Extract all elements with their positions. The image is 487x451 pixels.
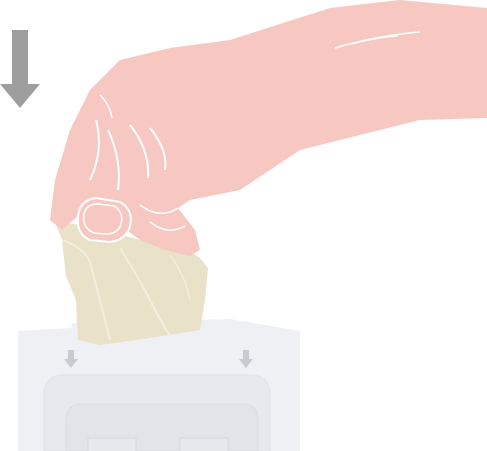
hand bbox=[50, 0, 487, 256]
arrow-down-icon bbox=[0, 30, 40, 108]
bag-container bbox=[18, 318, 300, 451]
